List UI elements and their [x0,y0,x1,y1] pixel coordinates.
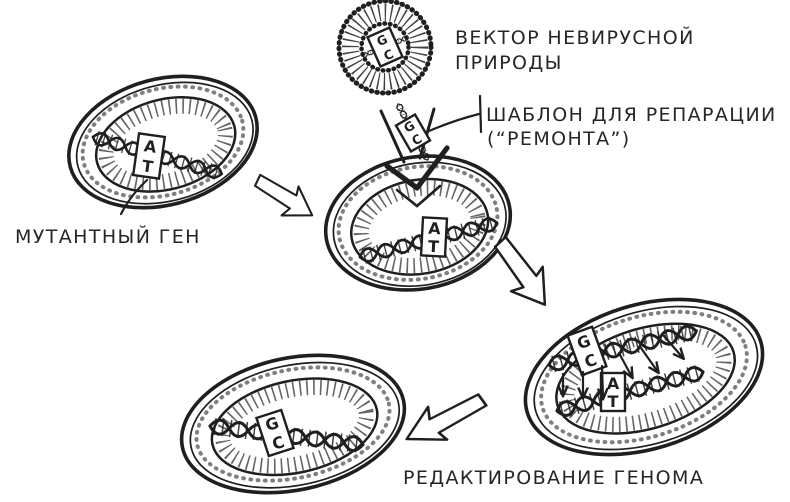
lipid-heads-outer [336,0,434,96]
membrane-stipple [80,84,246,200]
base-letter-bottom: T [428,237,440,257]
cell-stage4-edited [179,353,407,495]
vector-label-line1: ВЕКТОР НЕВИРУСНОЙ [455,26,695,49]
base-letter-bottom: C [270,432,287,454]
nucleoid-hatching [215,379,374,474]
base-pair-box-template-4: G C [254,408,296,458]
stage-arrow-3 [396,381,494,458]
base-pair-box-mutant-1: A T [131,132,167,180]
mutant-gene-pointer-line [119,178,149,216]
repair-copy-arrows [563,334,683,398]
lipid-heads-inner [359,21,411,73]
base-letter-top: A [143,136,159,157]
base-pair-box-template-fragment: G C [394,112,432,154]
membrane-stipple [539,309,749,445]
base-letter-top: A [428,219,442,239]
cell-membrane-inner-line [189,361,401,489]
template-pointer-line [427,94,483,134]
vector-label-line2: ПРИРОДЫ [455,52,563,74]
nucleoid-hatching [98,98,233,191]
lipid-tails [342,4,428,90]
cell-stage3-repair [523,297,765,457]
nucleoid [210,377,379,477]
template-label-line2: (“РЕМОНТА”) [487,128,631,150]
base-pair-box-mutant-3: A T [599,371,627,413]
cell-membrane-inner-line [75,81,254,205]
membrane-stipple [194,365,392,483]
cell-membrane-inner-line [332,161,507,288]
liposome-vector-icon: G C [336,0,434,96]
base-letter-top: A [607,374,620,393]
base-letter-top: G [263,413,281,435]
base-pair-box-cargo: G C [365,25,405,69]
cell-membrane-inner-line [533,305,759,451]
stage-arrow-1 [246,164,323,231]
genome-editing-label: РЕДАКТИРОВАНИЕ ГЕНОМА [403,467,704,489]
nucleoid-hatching [559,325,732,432]
base-letter-bottom: T [141,156,155,176]
base-pair-box-mutant-2: A T [419,216,449,258]
template-label-line1: ШАБЛОН ДЛЯ РЕПАРАЦИИ [486,104,777,126]
base-pair-box-template-3: G C [566,325,608,377]
base-letter-bottom: T [608,392,619,411]
base-letter-top: G [574,331,593,353]
membrane-stipple [336,164,500,282]
mutant-gene-label: МУТАНТНЫЙ ГЕН [15,225,201,248]
